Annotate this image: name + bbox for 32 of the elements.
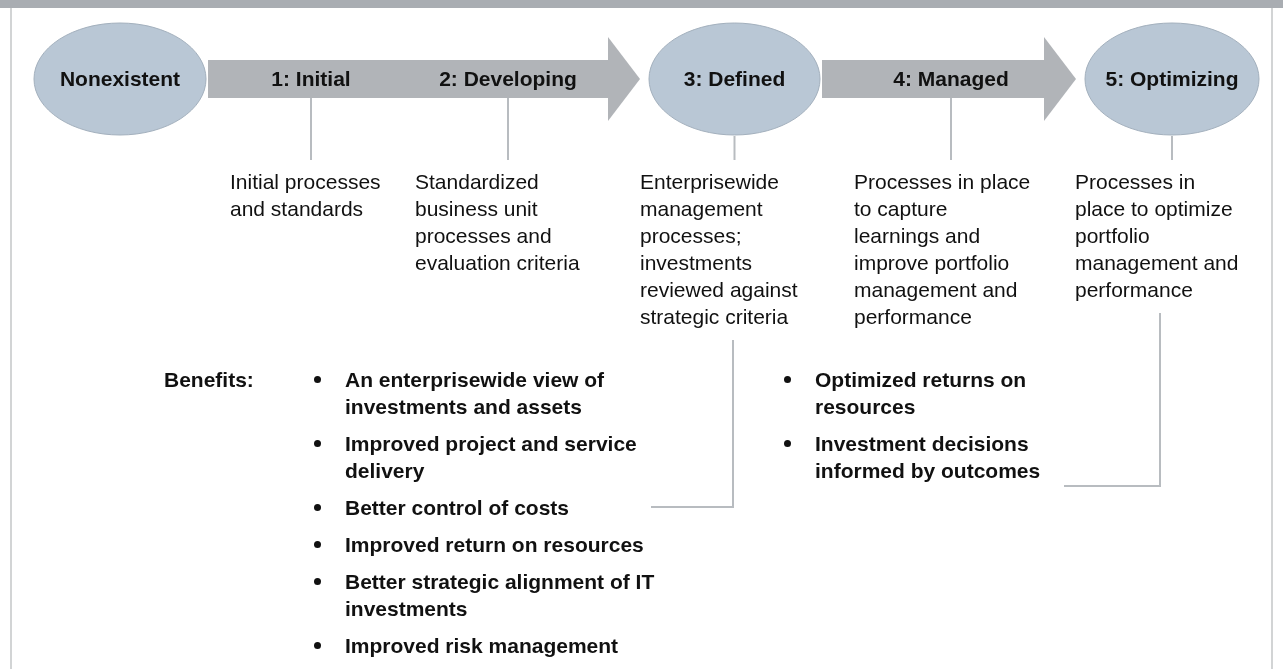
stage-description: Enterprisewide management processes; investments reviewed against strategic criteria bbox=[640, 169, 799, 330]
benefit-item: Optimized returns on resources bbox=[815, 367, 1028, 420]
stage-description: Initial processes and standards bbox=[230, 169, 382, 222]
stage-label: 3: Defined bbox=[683, 67, 786, 91]
leader-line bbox=[950, 97, 952, 161]
benefit-item: Improved return on resources bbox=[345, 532, 644, 558]
leader-line bbox=[507, 97, 509, 161]
stage-ellipse bbox=[648, 22, 821, 136]
benefit-item: Better strategic alignment of IT investments bbox=[345, 569, 656, 622]
stage-label: 2: Developing bbox=[439, 67, 577, 91]
benefit-item: Investment decisions informed by outcomes bbox=[815, 431, 1042, 484]
stage-description: Processes in place to capture learnings and improve portfolio management and performance bbox=[854, 169, 1032, 330]
stage-label: Nonexistent bbox=[59, 67, 181, 91]
benefit-item: An enterprisewide view of investments and assets bbox=[345, 367, 606, 420]
benefit-item: Improved risk management bbox=[345, 633, 619, 659]
leader-line bbox=[1063, 312, 1161, 487]
stage-ellipse bbox=[33, 22, 207, 136]
stage-ellipse bbox=[1084, 22, 1260, 136]
benefits-heading: Benefits: bbox=[164, 367, 254, 393]
leader-line bbox=[650, 339, 734, 508]
stage-label: 1: Initial bbox=[271, 67, 351, 91]
leader-line bbox=[1171, 135, 1173, 161]
stage-label: 5: Optimizing bbox=[1105, 67, 1239, 91]
leader-line bbox=[733, 135, 736, 161]
leader-line bbox=[310, 97, 312, 161]
benefit-item: Improved project and service delivery bbox=[345, 431, 638, 484]
stage-arrow bbox=[208, 37, 640, 121]
stage-arrow bbox=[822, 37, 1076, 121]
benefit-item: Better control of costs bbox=[345, 495, 570, 521]
stage-label: 4: Managed bbox=[893, 67, 1009, 91]
stage-description: Standardized business unit processes and evaluation criteria bbox=[415, 169, 581, 276]
stage-description: Processes in place to optimize portfolio management and performance bbox=[1075, 169, 1240, 303]
